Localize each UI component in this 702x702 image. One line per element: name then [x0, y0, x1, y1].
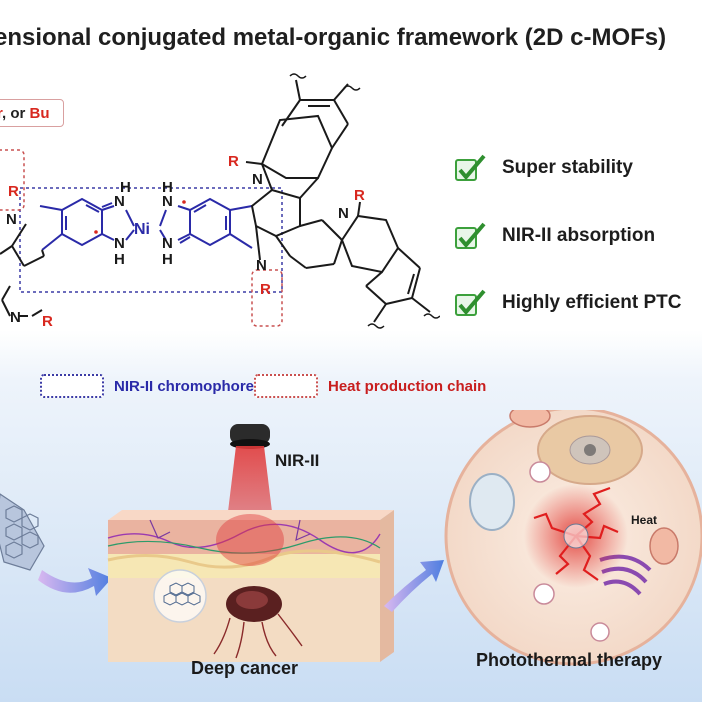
nanosheet	[0, 493, 45, 571]
substituent-separator: , or	[2, 105, 30, 122]
n-label: N	[6, 211, 17, 228]
nanosheet-particle	[153, 569, 207, 623]
cut-marks	[289, 73, 440, 329]
tumor	[213, 586, 303, 659]
heat-chain-box-left	[0, 149, 25, 211]
substituent-box: r, or Bu	[0, 99, 64, 127]
heat-label: Heat	[631, 513, 658, 527]
r-label: R	[228, 153, 239, 170]
n-label: N	[338, 205, 349, 222]
legend-chromophore: NIR-II chromophore	[40, 374, 254, 398]
laser-label: NIR-II	[275, 451, 320, 470]
laser-device	[230, 424, 270, 444]
legend-swatch	[254, 374, 318, 398]
chromophore-box	[19, 187, 283, 293]
nanosheet-in-cell	[563, 523, 589, 549]
n-label: N	[252, 171, 263, 188]
feature-item: NIR-II absorption	[454, 222, 655, 250]
photothermal-label: Photothermal therapy	[476, 650, 663, 670]
n-label: N	[114, 193, 125, 210]
n-label: N	[114, 235, 125, 252]
n-label: N	[162, 235, 173, 252]
feature-label: NIR-II absorption	[502, 225, 656, 246]
heat-chain-box-right	[251, 269, 283, 327]
metal-label: Ni	[134, 221, 150, 238]
feature-label: Highly efficient PTC	[502, 292, 682, 313]
substituent-2: Bu	[29, 105, 50, 122]
feature-label: Super stability	[502, 157, 633, 178]
legend-label: NIR-II chromophore	[114, 377, 255, 395]
r-label: R	[42, 313, 53, 330]
r-label: R	[260, 281, 271, 298]
n-label: N	[256, 257, 267, 274]
r-label: R	[8, 183, 19, 200]
legend-swatch	[40, 374, 104, 398]
figure-title: ensional conjugated metal-organic framew…	[0, 24, 667, 51]
h-label: H	[114, 251, 125, 268]
particle-lattice	[163, 582, 201, 606]
feature-item: Highly efficient PTC	[454, 289, 681, 317]
check-icon	[455, 222, 486, 249]
h-label: H	[162, 179, 173, 196]
check-icon	[455, 289, 486, 316]
substituent-1: r	[0, 105, 2, 122]
framework-bonds	[0, 79, 431, 323]
r-label: R	[354, 187, 365, 204]
arrow-to-cell	[384, 560, 444, 612]
h-label: H	[120, 179, 131, 196]
legend-heat-chain: Heat production chain	[254, 374, 486, 398]
molecule-structure: R N N H N H Ni N H N H N R R N N R N R	[0, 73, 440, 330]
therapy-illustration	[0, 410, 702, 666]
h-label: H	[162, 251, 173, 268]
legend-label: Heat production chain	[328, 377, 487, 395]
deep-cancer-label: Deep cancer	[191, 658, 299, 678]
chromophore-bonds	[39, 197, 253, 251]
feature-item: Super stability	[454, 154, 633, 182]
beam-glow	[216, 514, 284, 566]
n-label: N	[10, 309, 21, 326]
arrow-to-skin	[38, 568, 112, 596]
n-label: N	[162, 193, 173, 210]
radical-dot	[94, 230, 98, 234]
radical-dot	[182, 200, 186, 204]
check-icon	[455, 154, 486, 181]
